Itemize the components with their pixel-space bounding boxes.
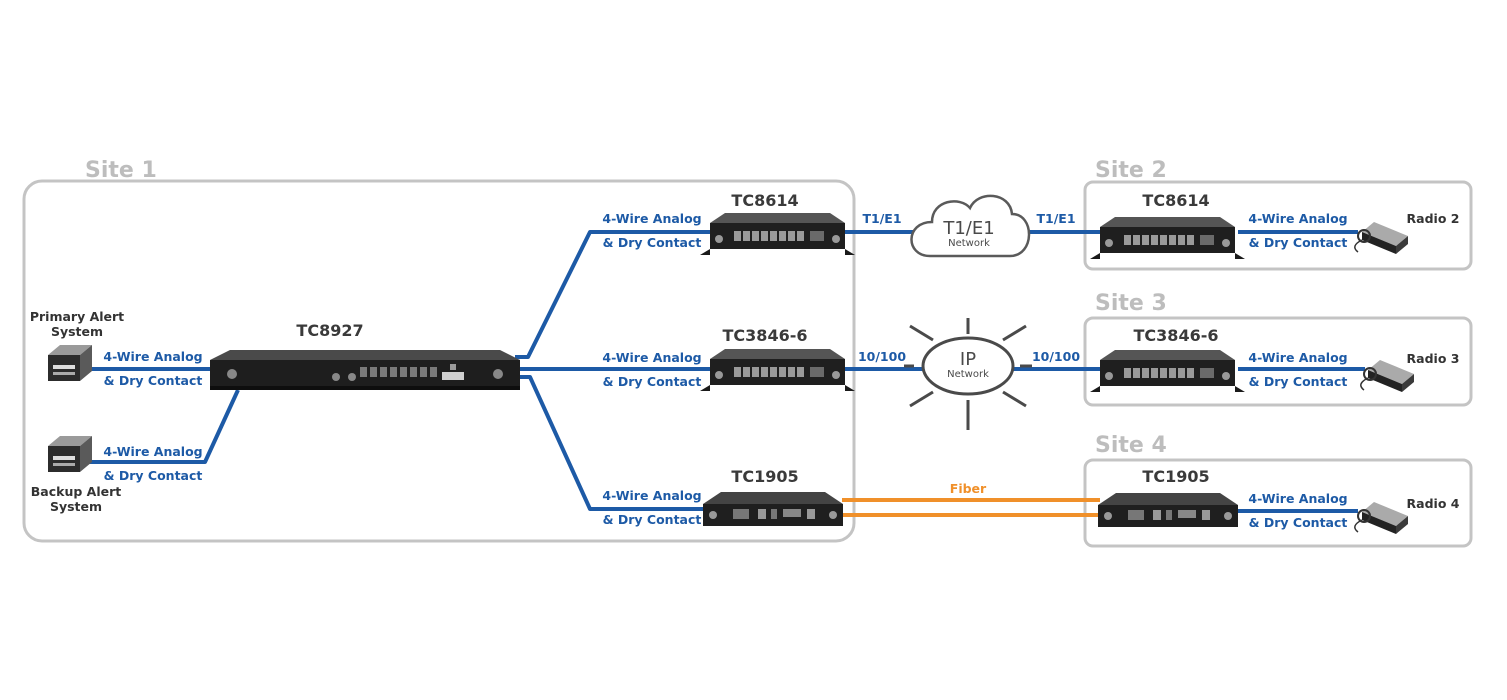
site3-box xyxy=(1083,316,1473,407)
ip-network-subtitle: Network xyxy=(947,369,989,380)
tc3846-4wire-label: 4-Wire Analog xyxy=(602,350,701,365)
site1-tc8614-device-icon xyxy=(700,213,855,255)
site4-4wire-label: 4-Wire Analog xyxy=(1248,491,1347,506)
link-to-tc1905 xyxy=(515,375,705,511)
ip-network-icon xyxy=(904,318,1032,430)
radio2-icon xyxy=(1353,221,1409,255)
backup-alert-label-line2: System xyxy=(50,499,102,514)
eth-left-label: 10/100 xyxy=(858,349,906,364)
site4-tc1905-device-icon xyxy=(1098,493,1238,527)
site2-box xyxy=(1083,180,1473,271)
tc1905-dry-label: & Dry Contact xyxy=(603,512,702,527)
primary-4wire-label: 4-Wire Analog xyxy=(103,349,202,364)
site1-title: Site 1 xyxy=(85,158,157,183)
site4-box xyxy=(1083,458,1473,548)
radio3-label: Radio 3 xyxy=(1407,351,1460,366)
backup-4wire-label: 4-Wire Analog xyxy=(103,444,202,459)
backup-link xyxy=(84,389,240,464)
tc8614-4wire-label: 4-Wire Analog xyxy=(602,211,701,226)
tc8927-device-icon xyxy=(210,350,520,390)
primary-alert-label-line2: System xyxy=(51,324,103,339)
primary-dry-label: & Dry Contact xyxy=(104,373,203,388)
radio4-label: Radio 4 xyxy=(1407,496,1460,511)
site4-dry-label: & Dry Contact xyxy=(1249,515,1348,530)
tc8927-label: TC8927 xyxy=(296,321,363,340)
site1-tc3846-device-icon xyxy=(700,349,855,391)
backup-dry-label: & Dry Contact xyxy=(104,468,203,483)
primary-alert-system-icon xyxy=(48,345,92,381)
fiber-label: Fiber xyxy=(950,481,987,496)
site3-tc3846-label: TC3846-6 xyxy=(1134,326,1219,345)
site3-4wire-label: 4-Wire Analog xyxy=(1248,350,1347,365)
tc1905-4wire-label: 4-Wire Analog xyxy=(602,488,701,503)
site3-tc3846-device-icon xyxy=(1090,350,1245,392)
radio2-label: Radio 2 xyxy=(1407,211,1460,226)
backup-alert-label-line1: Backup Alert xyxy=(31,484,121,499)
t1e1-cloud-subtitle: Network xyxy=(948,238,990,249)
site3-title: Site 3 xyxy=(1095,291,1167,316)
t1e1-right-label: T1/E1 xyxy=(1036,211,1075,226)
site1-tc1905-device-icon xyxy=(703,492,843,526)
primary-alert-label-line1: Primary Alert xyxy=(30,309,124,324)
radio4-icon xyxy=(1353,501,1409,535)
site2-title: Site 2 xyxy=(1095,158,1167,183)
tc8614-dry-label: & Dry Contact xyxy=(603,235,702,250)
t1e1-left-label: T1/E1 xyxy=(862,211,901,226)
site3-dry-label: & Dry Contact xyxy=(1249,374,1348,389)
site4-tc1905-label: TC1905 xyxy=(1142,467,1209,486)
t1e1-cloud-icon xyxy=(910,194,1031,258)
site1-box xyxy=(22,179,856,543)
eth-right-label: 10/100 xyxy=(1032,349,1080,364)
backup-alert-system-icon xyxy=(48,436,92,472)
site1-tc1905-label: TC1905 xyxy=(731,467,798,486)
t1e1-cloud-title: T1/E1 xyxy=(942,218,994,239)
tc3846-dry-label: & Dry Contact xyxy=(603,374,702,389)
site1-tc8614-label: TC8614 xyxy=(731,191,798,210)
site2-4wire-label: 4-Wire Analog xyxy=(1248,211,1347,226)
ip-network-title: IP xyxy=(960,349,976,370)
site2-dry-label: & Dry Contact xyxy=(1249,235,1348,250)
site4-title: Site 4 xyxy=(1095,433,1167,458)
site2-tc8614-label: TC8614 xyxy=(1142,191,1209,210)
site1-tc3846-label: TC3846-6 xyxy=(723,326,808,345)
link-to-tc8614 xyxy=(515,230,716,359)
site2-tc8614-device-icon xyxy=(1090,217,1245,259)
